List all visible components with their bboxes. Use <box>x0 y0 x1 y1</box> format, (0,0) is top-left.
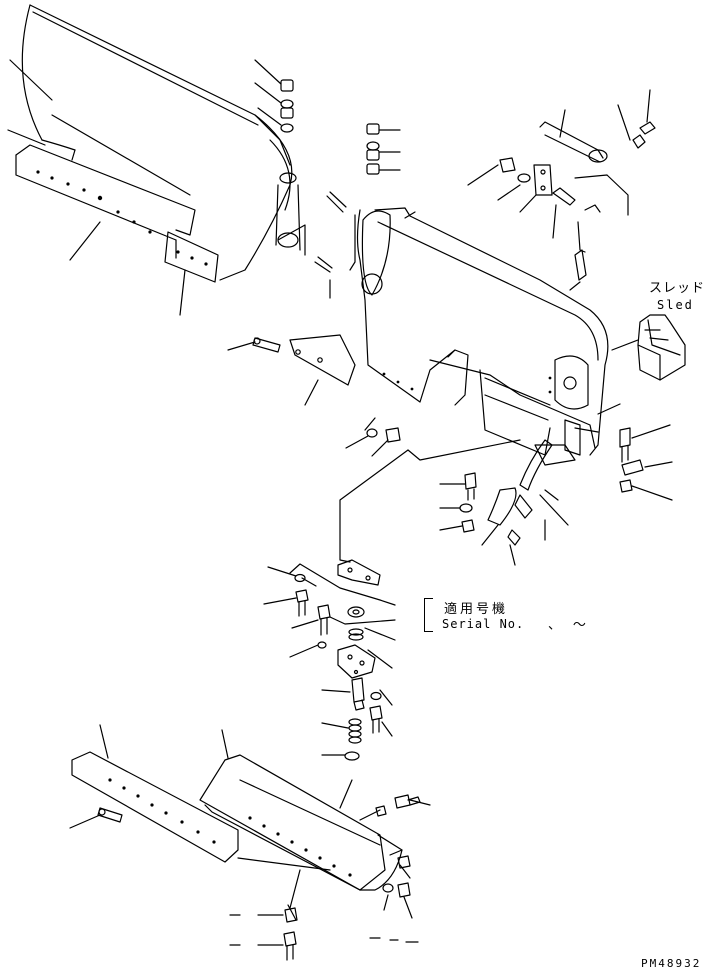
applicable-serial-label-japanese: 適用号機 <box>444 602 509 617</box>
center-nut-stack <box>366 123 401 175</box>
sled-label-japanese: スレッド <box>649 281 706 296</box>
grease-fittings-left <box>314 191 356 299</box>
lower-center-assembly <box>263 559 396 761</box>
assembly-leader-line <box>339 439 521 563</box>
serial-bracket <box>424 598 433 632</box>
sled-part <box>611 314 686 381</box>
serial-range-marks: 、 ～ <box>548 618 588 633</box>
right-hardware <box>439 424 673 566</box>
serial-number-label: Serial No. <box>442 617 525 631</box>
blade-main-frame <box>356 207 621 456</box>
left-nut-stack <box>254 59 294 133</box>
sled-label-english: Sled <box>657 298 694 312</box>
left-blade-upper <box>7 4 306 316</box>
center-left-parts <box>227 334 401 457</box>
serial-applicability-note <box>424 596 604 636</box>
lower-blade-assembly <box>69 724 431 961</box>
upper-right-linkage <box>467 89 656 291</box>
drawing-number: PM48932 <box>641 957 702 970</box>
